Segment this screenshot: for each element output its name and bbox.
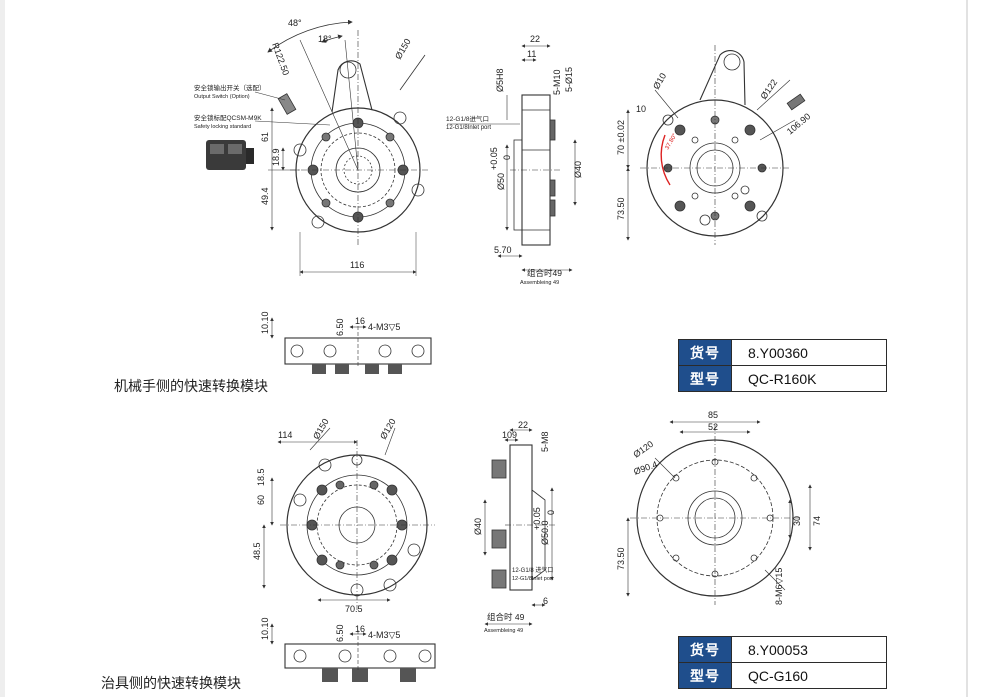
item-number-value: 8.Y00053 [731, 636, 887, 663]
dim-ts-tol: +0.05 [532, 507, 542, 530]
right-margin-line [966, 0, 968, 697]
switch-label-en: Output Switch (Option) [194, 94, 250, 100]
inlet-label-en: 12-G1/8Inlet port [446, 125, 491, 131]
dim-d150: Ø150 [393, 37, 413, 61]
dim-61: 61 [260, 132, 270, 142]
dim-s-tol0: 0 [502, 155, 512, 160]
dim-ts-d50: Ø50.0 [540, 520, 550, 545]
dim-s-5m10: 5-M10 [552, 69, 562, 95]
dim-t-d150: Ø150 [311, 417, 331, 441]
dim-tf-85: 85 [708, 410, 718, 420]
dim-rb-4m3: 4-M3▽5 [368, 322, 400, 332]
dim-f-106-90: 106.90 [785, 111, 813, 136]
left-margin-strip [0, 0, 5, 697]
dim-48deg: 48° [288, 18, 302, 28]
dim-18-9: 18.9 [271, 148, 281, 166]
dim-s-d50: Ø50 [496, 173, 506, 190]
dim-s22: 22 [530, 34, 540, 44]
dim-tb-4m3: 4-M3▽5 [368, 630, 400, 640]
model-key: 型号 [678, 365, 732, 392]
lock-label-cn: 安全锁标配QCSM-M9K [194, 113, 262, 122]
dim-ts-22: 22 [518, 420, 528, 430]
dim-ts-d40: Ø40 [473, 518, 483, 535]
dim-tb-6-50: 6.50 [335, 624, 345, 642]
model-value: QC-G160 [731, 662, 887, 689]
assembly2-label-cn: 组合时 49 [487, 612, 525, 622]
dim-t-48-5: 48.5 [252, 542, 262, 560]
robot-front-view [254, 19, 428, 276]
dim-rb-16: 16 [355, 316, 365, 326]
dim-116: 116 [350, 260, 364, 270]
model-key: 型号 [678, 662, 732, 689]
assembly-label-en: Assembleing 49 [520, 280, 559, 286]
tool-front-view [262, 427, 435, 610]
dim-49-4: 49.4 [260, 187, 270, 205]
tool-section-view [483, 428, 555, 626]
dim-rb-10-10: 10.10 [260, 311, 270, 334]
lock-label-en: Safety locking standard [194, 124, 251, 130]
dim-f-d122: Ø122 [758, 77, 779, 101]
dim-t-114: 114 [278, 430, 292, 440]
dim-r122: R122.50 [270, 41, 291, 76]
dim-f-73-50: 73.50 [616, 197, 626, 220]
dim-tf-8m6: 8-M6▽15 [774, 568, 784, 605]
dim-s11: 11 [527, 49, 536, 59]
dim-f-70: 70 ±0.02 [616, 120, 626, 155]
tool-bottom-view [270, 623, 436, 682]
dim-ts-5m8: 5-M8 [540, 431, 550, 452]
item-number-key: 货号 [678, 339, 732, 366]
robot-side-title: 机械手侧的快速转换模块 [114, 378, 268, 394]
dim-tf-74: 74 [812, 516, 822, 526]
dim-s-d5h8: Ø5H8 [495, 68, 505, 92]
dim-s-tol: +0.05 [489, 147, 499, 170]
dim-18deg: 18° [318, 34, 332, 44]
tool-spec-table: 货号 8.Y00053 型号 QC-G160 [678, 636, 887, 689]
dim-f-10: 10 [636, 104, 646, 114]
dim-ts-9: 9 [512, 430, 517, 440]
dim-tf-30: 30 [792, 516, 802, 526]
dim-tf-52: 52 [708, 422, 718, 432]
dim-t-70-5: 70.5 [345, 604, 363, 614]
dim-t-60: 60 [256, 495, 266, 505]
dim-ts-10: 10 [502, 430, 512, 440]
dim-t-18-5: 18.5 [256, 468, 266, 486]
switch-label-cn: 安全锁输出开关（选配） [194, 83, 266, 92]
dim-s-5d15: 5-Ø15 [564, 67, 574, 92]
inlet2-label-cn: 12-G1/8 进气口 [512, 566, 553, 574]
dim-s-d40: Ø40 [573, 161, 583, 178]
tool-flange-view [626, 420, 812, 605]
dim-s-5-70: 5.70 [494, 245, 512, 255]
assembly2-label-en: Assembleing 49 [484, 628, 523, 634]
dim-f-d10: Ø10 [651, 71, 668, 91]
dim-tf-d90-4: Ø90.4 [632, 459, 658, 477]
robot-section-view [447, 44, 577, 272]
dim-tb-16: 16 [355, 624, 365, 634]
dim-tf-73-50: 73.50 [616, 547, 626, 570]
dim-ts-tol0: 0 [546, 510, 556, 515]
model-value: QC-R160K [731, 365, 887, 392]
item-number-key: 货号 [678, 636, 732, 663]
inlet-label-cn: 12-G1/8进气口 [446, 114, 489, 123]
robot-flange-view [626, 45, 806, 245]
dim-ts-6: 6 [543, 596, 548, 606]
dim-tf-d120: Ø120 [631, 439, 655, 460]
inlet2-label-en: 12-G1/8Inlet port [512, 576, 554, 582]
dim-rb-6-50: 6.50 [335, 318, 345, 336]
tool-side-title: 治具侧的快速转换模块 [101, 675, 241, 691]
robot-spec-table: 货号 8.Y00360 型号 QC-R160K [678, 339, 887, 392]
item-number-value: 8.Y00360 [731, 339, 887, 366]
assembly-label-cn: 组合时49 [527, 268, 562, 278]
safety-lock-image [206, 140, 254, 170]
dim-f-angle: 37.80° [665, 132, 679, 151]
robot-bottom-view [270, 317, 432, 374]
dim-tb-10-10: 10.10 [260, 617, 270, 640]
